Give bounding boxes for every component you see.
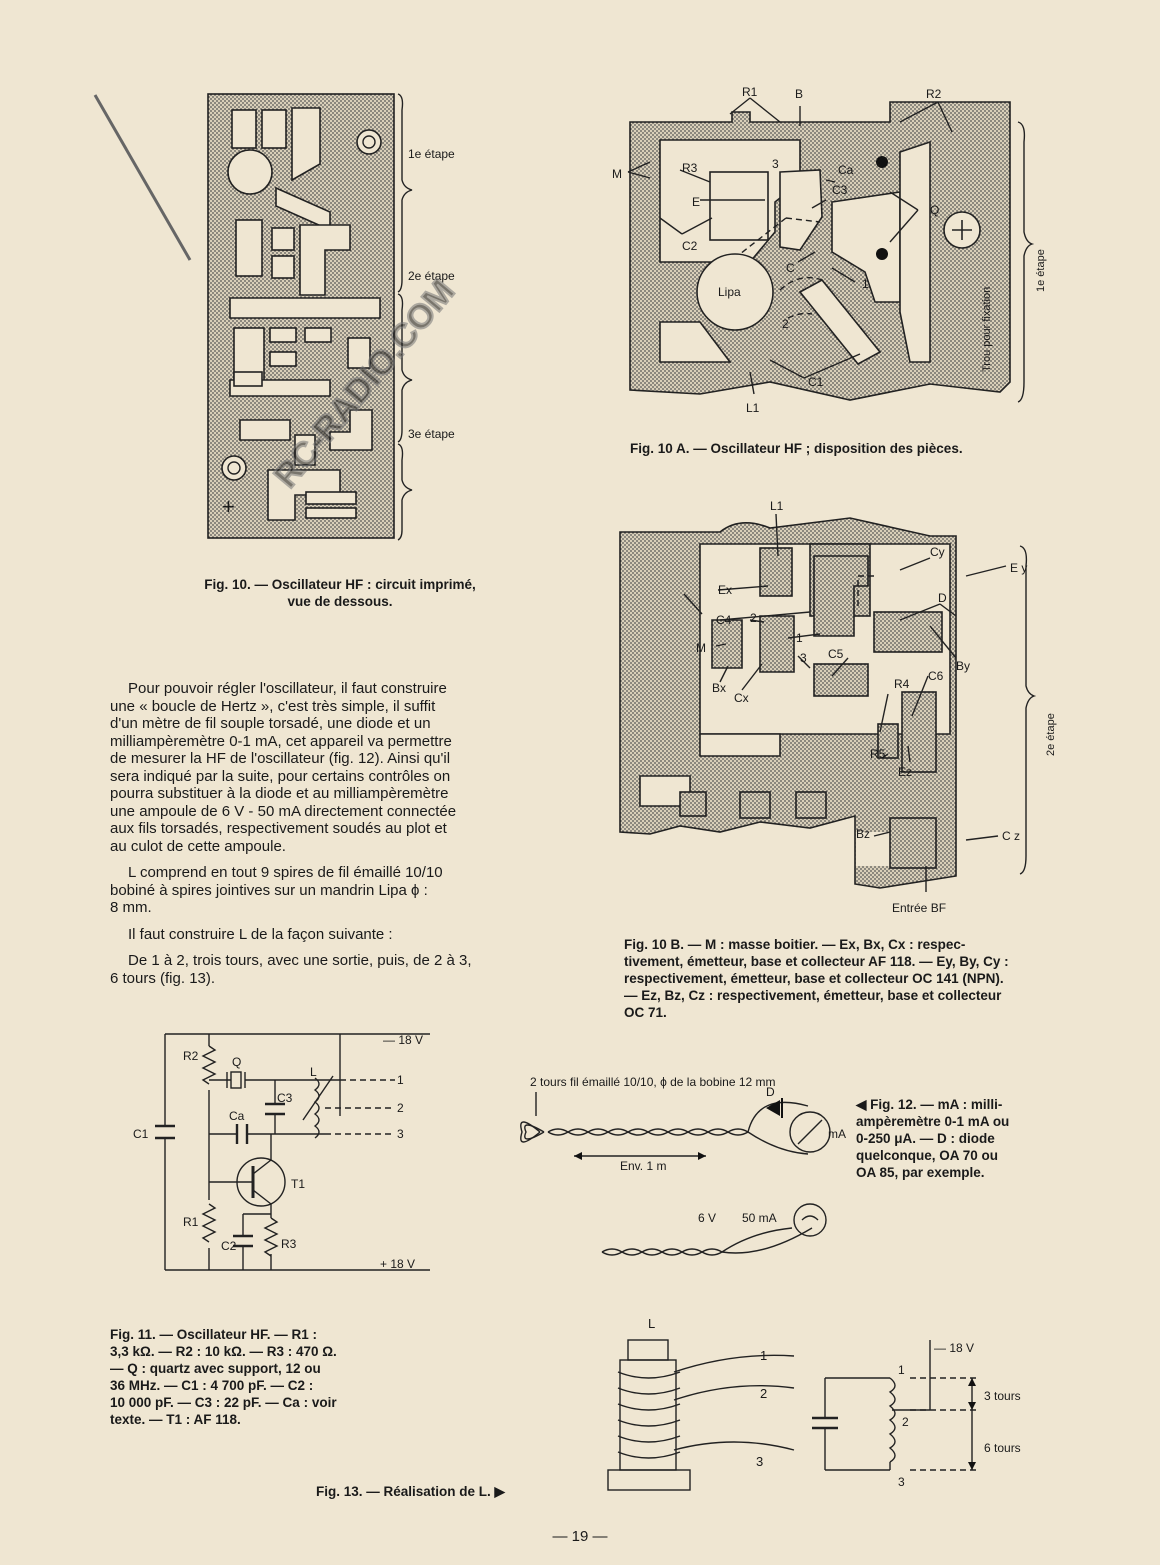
svg-text:6 tours: 6 tours [984, 1441, 1021, 1455]
stage2-label: 2e étape [408, 269, 455, 283]
svg-text:M: M [612, 167, 622, 181]
svg-text:1: 1 [760, 1348, 767, 1363]
svg-text:C3: C3 [277, 1091, 293, 1105]
svg-text:— 18 V: — 18 V [383, 1033, 423, 1047]
svg-text:Trou pour fixation: Trou pour fixation [981, 287, 993, 372]
fig10a-diagram: R1 B R2 M R3 3 Ca C3 E Q C2 C Lipa 1 2 C… [612, 85, 1047, 415]
paragraph-1: Pour pouvoir régler l'oscillateur, il fa… [110, 680, 457, 855]
fig11-schematic: — 18 V + 18 V R2 Q L C3 Ca C1 T1 R1 C2 R… [133, 1033, 430, 1271]
svg-text:50 mA: 50 mA [742, 1211, 777, 1225]
body-text: Pour pouvoir régler l'oscillateur, il fa… [110, 680, 556, 996]
svg-text:3: 3 [800, 651, 807, 665]
fig12-diagram: 2 tours fil émaillé 10/10, ϕ de la bobin… [520, 1075, 846, 1256]
svg-text:2e étape: 2e étape [1045, 713, 1057, 756]
svg-text:R2: R2 [926, 87, 942, 101]
svg-text:C4: C4 [716, 613, 732, 627]
svg-text:2: 2 [902, 1415, 909, 1429]
svg-text:2: 2 [760, 1386, 767, 1401]
svg-text:1: 1 [796, 631, 803, 645]
svg-text:3 tours: 3 tours [984, 1389, 1021, 1403]
svg-text:Bz: Bz [856, 827, 870, 841]
svg-text:R3: R3 [281, 1237, 297, 1251]
svg-text:M: M [696, 641, 706, 655]
svg-text:+ 18 V: + 18 V [380, 1257, 415, 1271]
svg-text:R4: R4 [894, 677, 910, 691]
fig12-caption: ◀ Fig. 12. — mA : milli- ampèremètre 0-1… [856, 1097, 1010, 1180]
fig10b-caption: Fig. 10 B. — M : masse boitier. — Ex, Bx… [624, 937, 1009, 1020]
paragraph-4: De 1 à 2, trois tours, avec une sortie, … [110, 952, 472, 987]
svg-text:1: 1 [862, 277, 869, 291]
fig13-caption: Fig. 13. — Réalisation de L. ▶ [316, 1484, 505, 1499]
svg-text:R3: R3 [682, 161, 698, 175]
svg-text:L1: L1 [746, 401, 760, 415]
svg-text:C6: C6 [928, 669, 944, 683]
svg-text:T1: T1 [291, 1177, 305, 1191]
arrow-left-icon: ◀ [856, 1097, 871, 1112]
svg-text:E: E [692, 195, 700, 209]
svg-text:1: 1 [397, 1073, 404, 1087]
svg-text:L1: L1 [770, 499, 784, 513]
svg-text:2: 2 [750, 611, 757, 625]
svg-text:C2: C2 [221, 1239, 237, 1253]
fig11-caption: Fig. 11. — Oscillateur HF. — R1 : 3,3 kΩ… [110, 1327, 337, 1427]
svg-text:6 V: 6 V [698, 1211, 716, 1225]
svg-text:Lipa: Lipa [718, 285, 741, 299]
svg-text:Cy: Cy [930, 545, 945, 559]
svg-text:R1: R1 [742, 85, 758, 99]
antenna [93, 94, 192, 261]
svg-text:L: L [648, 1316, 655, 1331]
svg-text:C3: C3 [832, 183, 848, 197]
svg-text:By: By [956, 659, 970, 673]
fig10-caption: Fig. 10. — Oscillateur HF : circuit impr… [204, 577, 476, 609]
svg-text:D: D [938, 591, 947, 605]
svg-text:C1: C1 [133, 1127, 149, 1141]
stage3-label: 3e étape [408, 427, 455, 441]
fig10b-diagram: L1 Cy E y Ex D C4 2 1 M 3 C5 By C6 Bx Cx… [619, 499, 1057, 915]
svg-text:3: 3 [898, 1475, 905, 1489]
svg-text:R1: R1 [183, 1215, 199, 1229]
svg-text:Ca: Ca [229, 1109, 245, 1123]
fig10a-caption: Fig. 10 A. — Oscillateur HF ; dispositio… [630, 441, 963, 456]
paragraph-2: L comprend en tout 9 spires de fil émail… [110, 864, 443, 916]
svg-text:C1: C1 [808, 375, 824, 389]
svg-text:R5: R5 [870, 747, 886, 761]
svg-text:Ez: Ez [898, 765, 912, 779]
fig10-pcb-diagram: + 1e étape 2e étape 3e étape RC-RADIO.CO… [93, 93, 463, 541]
plus-sign: + [222, 494, 235, 519]
svg-text:3: 3 [772, 157, 779, 171]
svg-text:Cx: Cx [734, 691, 749, 705]
svg-text:C2: C2 [682, 239, 698, 253]
svg-text:C5: C5 [828, 647, 844, 661]
paragraph-3: Il faut construire L de la façon suivant… [128, 925, 393, 943]
svg-text:mA: mA [828, 1127, 846, 1141]
svg-text:Entrée BF: Entrée BF [892, 901, 946, 915]
fig13-diagram: L 1 2 3 — 18 V 1 2 3 3 tours 6 tours [607, 1316, 1021, 1491]
svg-text:Env. 1 m: Env. 1 m [620, 1159, 666, 1173]
svg-text:2: 2 [782, 317, 789, 331]
page-number: — 19 — [552, 1528, 608, 1545]
stage1-label: 1e étape [408, 147, 455, 161]
svg-text:— 18 V: — 18 V [934, 1341, 974, 1355]
svg-text:E y: E y [1010, 561, 1027, 575]
svg-text:Bx: Bx [712, 681, 726, 695]
svg-text:C: C [786, 261, 795, 275]
svg-text:R2: R2 [183, 1049, 199, 1063]
svg-text:3: 3 [397, 1127, 404, 1141]
svg-text:2: 2 [397, 1101, 404, 1115]
svg-text:1: 1 [898, 1363, 905, 1377]
svg-text:D: D [766, 1085, 775, 1099]
arrow-right-icon: ▶ [490, 1484, 505, 1499]
svg-text:Q: Q [930, 203, 939, 217]
svg-text:2 tours fil émaillé 10/10, ϕ d: 2 tours fil émaillé 10/10, ϕ de la bobin… [530, 1075, 776, 1089]
svg-text:C z: C z [1002, 829, 1020, 843]
svg-text:3: 3 [756, 1454, 763, 1469]
svg-text:L: L [310, 1065, 317, 1079]
svg-text:1e étape: 1e étape [1035, 249, 1047, 292]
svg-text:B: B [795, 87, 803, 101]
svg-text:Ca: Ca [838, 163, 854, 177]
svg-text:Q: Q [232, 1055, 241, 1069]
svg-text:Ex: Ex [718, 583, 732, 597]
